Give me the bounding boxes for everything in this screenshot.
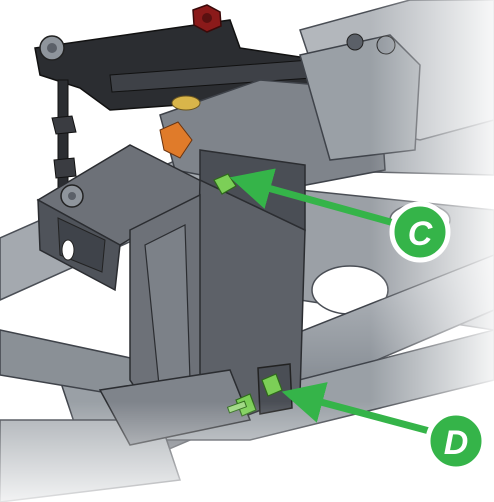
callout-c-arrow xyxy=(229,168,416,232)
callout-d-badge xyxy=(425,410,487,472)
callout-d-label: D xyxy=(444,424,469,462)
callout-d-arrow xyxy=(281,382,452,440)
callout-c: C xyxy=(229,168,451,263)
callout-c-badge xyxy=(389,201,451,263)
callout-c-label: C xyxy=(408,215,433,253)
callout-d: D xyxy=(281,382,487,472)
